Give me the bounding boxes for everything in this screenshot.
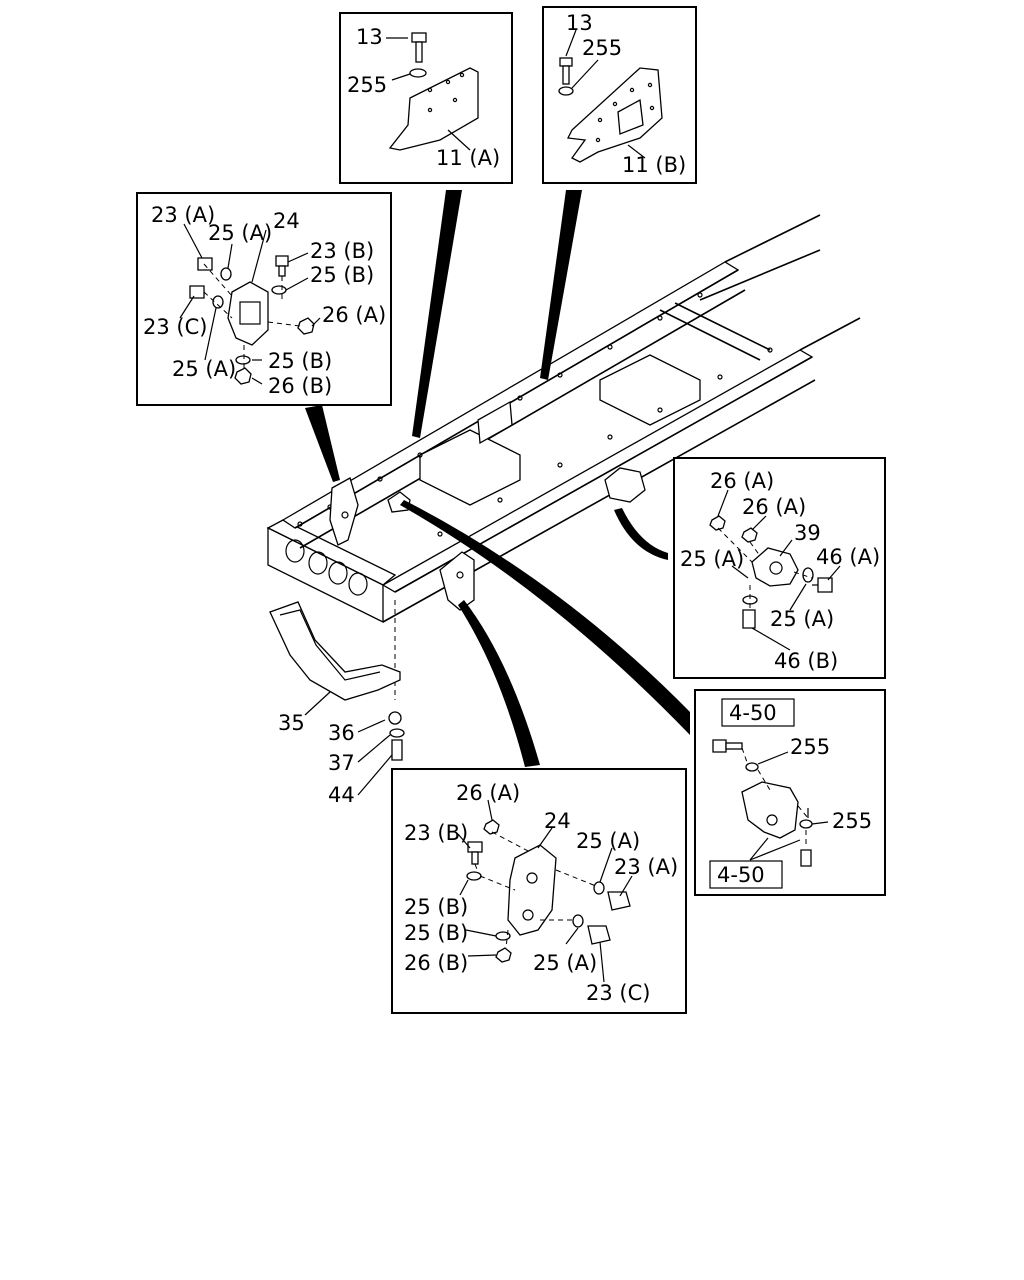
- label-ref-255-top: 255: [790, 735, 830, 759]
- label-ul-25b-bottom: 25 (B): [268, 349, 332, 373]
- label-11b-13: 13: [566, 11, 593, 35]
- ref-tag-top: [721, 698, 795, 727]
- label-11a-13: 13: [356, 25, 383, 49]
- label-11a-11a: 11 (A): [436, 146, 500, 170]
- callout-box-11a: 13 255 11 (A): [339, 12, 513, 184]
- label-ul-26a: 26 (A): [322, 303, 386, 327]
- label-rm-25a-left: 25 (A): [680, 547, 744, 571]
- label-ul-23c: 23 (C): [143, 315, 207, 339]
- chassis-frame: [266, 214, 861, 700]
- callout-box-4-50: 4-50 4-50 255 255: [694, 689, 886, 896]
- label-37: 37: [328, 751, 355, 775]
- label-lc-25b-1: 25 (B): [404, 895, 468, 919]
- label-ul-24: 24: [273, 209, 300, 233]
- label-lc-23a: 23 (A): [614, 855, 678, 879]
- label-lc-26a: 26 (A): [456, 781, 520, 805]
- callout-box-upper-left: 23 (A) 25 (A) 24 23 (B) 25 (B) 23 (C) 26…: [136, 192, 392, 406]
- label-lc-25a-bottom: 25 (A): [533, 951, 597, 975]
- label-36: 36: [328, 721, 355, 745]
- callout-box-11b: 13 255 11 (B): [542, 6, 697, 184]
- connector-bands: [305, 190, 690, 767]
- label-44: 44: [328, 783, 355, 807]
- label-lc-23c: 23 (C): [586, 981, 650, 1005]
- label-rm-26a-2: 26 (A): [742, 495, 806, 519]
- ref-tag-bottom: [709, 860, 783, 889]
- label-lc-25a-top: 25 (A): [576, 829, 640, 853]
- label-ref-255-right: 255: [832, 809, 872, 833]
- label-ul-23a: 23 (A): [151, 203, 215, 227]
- label-rm-46b: 46 (B): [774, 649, 838, 673]
- label-ul-25a-top: 25 (A): [208, 221, 272, 245]
- label-ul-23b: 23 (B): [310, 239, 374, 263]
- label-rm-26a-1: 26 (A): [710, 469, 774, 493]
- label-rm-25a-right: 25 (A): [770, 607, 834, 631]
- label-35: 35: [278, 711, 305, 735]
- label-lc-24: 24: [544, 809, 571, 833]
- callout-box-right-mount: 26 (A) 26 (A) 39 25 (A) 46 (A) 25 (A) 46…: [673, 457, 886, 679]
- ref-4-50-bottom: 4-50: [717, 863, 765, 887]
- label-rm-46a: 46 (A): [816, 545, 880, 569]
- label-11b-255: 255: [582, 36, 622, 60]
- label-11a-255: 255: [347, 73, 387, 97]
- label-lc-26b: 26 (B): [404, 951, 468, 975]
- callout-box-lower-center: 26 (A) 24 23 (B) 25 (A) 23 (A) 25 (B) 25…: [391, 768, 687, 1014]
- label-ul-26b: 26 (B): [268, 374, 332, 398]
- label-ul-25a-bottom: 25 (A): [172, 357, 236, 381]
- ref-4-50-top: 4-50: [729, 701, 777, 725]
- label-rm-39: 39: [794, 521, 821, 545]
- label-11b-11b: 11 (B): [622, 153, 686, 177]
- skid-plate-35: [269, 601, 405, 761]
- label-lc-25b-2: 25 (B): [404, 921, 468, 945]
- label-lc-23b: 23 (B): [404, 821, 468, 845]
- label-ul-25b-top: 25 (B): [310, 263, 374, 287]
